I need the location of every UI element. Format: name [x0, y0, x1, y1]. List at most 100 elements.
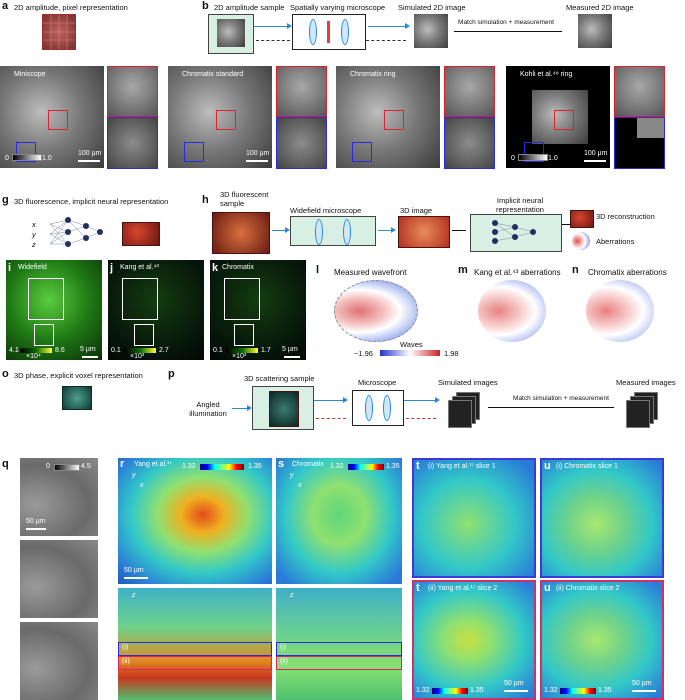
arrow-h-2	[378, 227, 396, 233]
roi-white-j-2	[134, 324, 154, 346]
cb-max-s: 1.35	[386, 463, 400, 470]
panel-label-r: r	[120, 458, 125, 470]
3d-image-cube	[398, 216, 450, 248]
cb-min-u2: 1.32	[544, 687, 558, 694]
chromatix-standard-image	[168, 66, 272, 168]
panel-label-a: a	[2, 0, 9, 12]
panel-b-match-label: Match simulation + measurement	[458, 19, 554, 26]
cb-min-i: 4.1	[9, 347, 19, 354]
panel-label-s: s	[278, 458, 285, 470]
zoom-blue-c	[107, 117, 158, 169]
arrow-p-3	[404, 397, 440, 403]
cb-max-l: 1.98	[444, 349, 459, 358]
kohli-ring-frame	[506, 66, 610, 168]
cb-max-c: 1.0	[42, 155, 52, 162]
match-double-arrow-p	[488, 407, 614, 408]
chromatix-fluor-image	[210, 260, 306, 360]
cb-min-t2: 1.32	[416, 687, 430, 694]
cb-exp-j: ×10³	[130, 353, 145, 360]
u2-panel	[540, 580, 664, 700]
slice1-label-r: (i)	[122, 644, 129, 651]
panel-i-title: Widefield	[18, 264, 47, 271]
cb-min-q: 0	[46, 463, 50, 470]
colorbar-u2	[560, 688, 596, 694]
axis-x-r: x	[140, 482, 144, 489]
zoom-red-c	[107, 66, 158, 117]
microscope-box	[292, 14, 366, 50]
kohli-ring-image	[532, 90, 588, 144]
slice2-label-s: (ii)	[280, 658, 288, 665]
scalebar-q	[26, 528, 46, 530]
roi-blue-f	[524, 142, 544, 162]
neural-network-g	[49, 217, 103, 247]
scalebar-c	[78, 160, 100, 162]
colorbar-j	[124, 348, 156, 353]
lens-1	[309, 19, 317, 45]
input-x: x	[32, 220, 36, 229]
phase-image-1	[20, 458, 98, 536]
panel-label-b: b	[202, 0, 209, 12]
panel-p-angled-label: Angled illumination	[189, 400, 227, 418]
simulated-2d-image	[414, 14, 448, 48]
chromatix-xz-image	[276, 588, 402, 700]
panel-r-title: Yang et al.¹⁷	[134, 461, 172, 468]
panel-h-recon-label: 3D reconstruction	[596, 212, 655, 221]
panel-d-title: Chromatix standard	[182, 71, 244, 78]
cb-min-c: 0	[5, 155, 9, 162]
slice1-box-r	[118, 642, 272, 656]
panel-label-g: g	[2, 194, 9, 206]
arrow-p-1	[232, 405, 252, 411]
meas-stack-3	[626, 400, 650, 428]
zoom-blue-f	[614, 117, 665, 169]
sample-box	[208, 14, 254, 54]
panel-b-sample-label: 2D amplitude sample	[214, 3, 285, 12]
chromatix-ring-image	[336, 66, 440, 168]
t2-image	[414, 582, 534, 698]
inr-box	[470, 214, 562, 252]
cb-min-r: 1.32	[182, 463, 196, 470]
panel-label-t1: t	[416, 460, 420, 472]
fluorescent-sample	[212, 212, 270, 254]
roi-white-j-1	[122, 278, 158, 320]
t2-panel	[412, 580, 536, 700]
recon-cube-h	[570, 210, 594, 228]
slice2-label-r: (ii)	[122, 658, 130, 665]
panel-j-title: Kang et al.⁴³	[120, 264, 159, 271]
roi-white-k-1	[224, 278, 260, 320]
panel-label-t2: t	[416, 582, 420, 594]
roi-blue-d	[184, 142, 204, 162]
cb-min-j: 0.1	[111, 347, 121, 354]
chromatix-aberration-disk	[586, 280, 654, 342]
kang-aberration-disk	[478, 280, 546, 342]
lens-2	[341, 19, 349, 45]
arrow-forward-1	[254, 23, 292, 29]
yang-xz-image	[118, 588, 272, 700]
panel-label-p: p	[168, 368, 175, 380]
cb-exp-k: ×10³	[232, 353, 247, 360]
roi-white-i-2	[34, 324, 54, 346]
scalebar-d	[246, 160, 268, 162]
wf-lens-2	[343, 219, 351, 245]
panel-b-simulated-label: Simulated 2D image	[398, 3, 466, 12]
colorbar-k	[226, 348, 258, 353]
yang-xy-image	[118, 458, 272, 584]
roi-white-i-1	[28, 278, 64, 320]
panel-c-title: Miniscope	[14, 71, 46, 78]
zoom-red-e	[444, 66, 495, 117]
p-lens-2	[383, 395, 391, 421]
slice1-label-s: (i)	[280, 644, 287, 651]
kang-image	[108, 260, 204, 360]
panel-label-n: n	[572, 264, 579, 276]
panel-h-microscope-label: Widefield microscope	[290, 206, 362, 215]
panel-f-title: Kohli et al.⁴⁸ ring	[520, 71, 573, 78]
scalebar-t2	[504, 690, 528, 692]
colorbar-s	[348, 464, 384, 470]
scale-label-q: 50 µm	[26, 518, 46, 525]
recon-cube-g	[122, 222, 160, 246]
panel-g-title: 3D fluorescence, implicit neural represe…	[14, 197, 169, 206]
t1-panel	[412, 458, 536, 578]
cb-max-u2: 1.35	[598, 687, 612, 694]
roi-red-f	[554, 110, 574, 130]
colorbar-c	[12, 154, 42, 161]
u1-image	[542, 460, 662, 576]
